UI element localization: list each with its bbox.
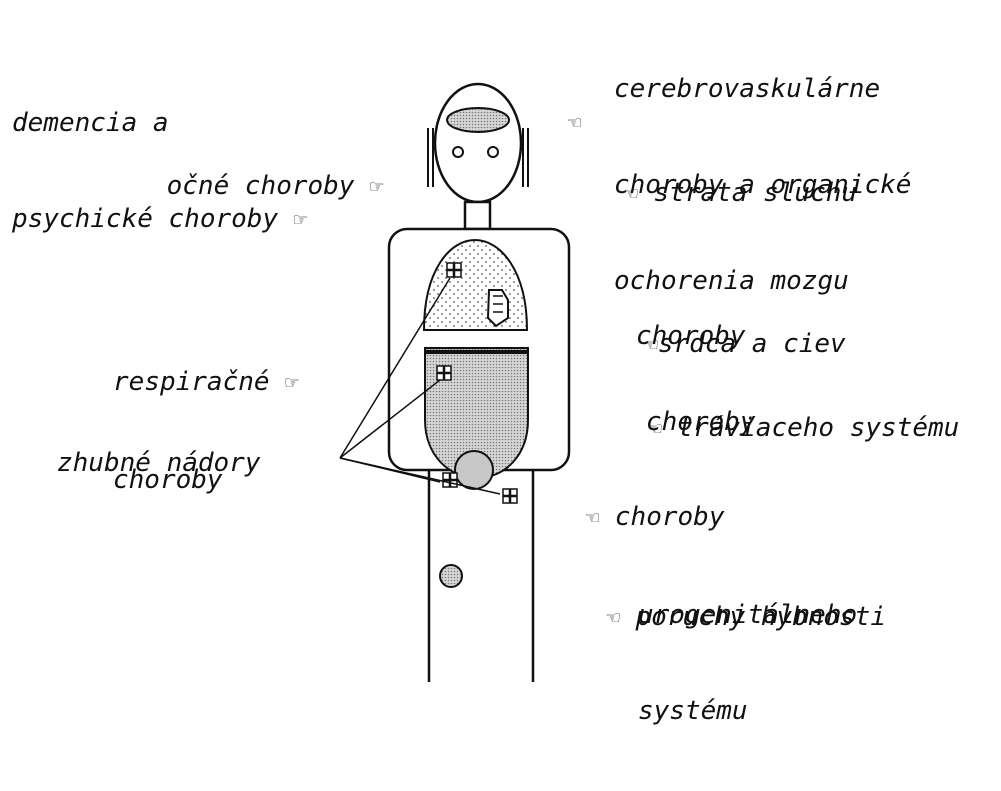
pointing-hand-left-icon: ☜	[568, 108, 581, 140]
label-malignant-tumors: zhubné nádory	[57, 447, 261, 479]
label-urogenital-line1: choroby	[615, 502, 725, 532]
label-hearing-loss: ☜ strata sluchu	[562, 145, 857, 243]
pointing-hand-left-icon: ☜	[625, 182, 638, 207]
tumor-marker-leg	[503, 489, 517, 503]
label-respiratory: respiračné ☞ choroby	[113, 302, 298, 560]
body-diagram: demencia a psychické choroby ☞ cerebrova…	[0, 0, 1001, 682]
label-dementia-line1: demencia a	[12, 107, 307, 139]
label-urogenital-line3: systému	[586, 695, 857, 727]
left-eye	[453, 147, 463, 157]
pointing-hand-right-icon: ☞	[285, 371, 298, 396]
neck	[465, 202, 490, 229]
pointing-hand-left-icon: ☜	[607, 606, 620, 631]
label-mobility-disorders: ☜ poruchy hybnosti	[544, 569, 886, 667]
label-cerebro-line1: cerebrovaskulárne	[614, 73, 911, 105]
pointing-hand-right-icon: ☞	[370, 175, 383, 200]
label-eye-diseases: očné choroby ☞	[104, 138, 383, 236]
right-eye	[488, 147, 498, 157]
label-hearing-text: strata sluchu	[654, 178, 858, 208]
pointing-hand-left-icon: ☜	[586, 506, 599, 531]
joint-marker	[440, 565, 462, 587]
label-urogenital-line1-row: ☜ choroby	[586, 501, 857, 535]
label-eye-text: očné choroby	[167, 171, 355, 201]
label-mobility-text: poruchy hybnosti	[636, 602, 886, 632]
label-respiratory-line1-row: respiračné ☞	[113, 366, 298, 400]
label-respiratory-line1: respiračné	[113, 367, 270, 397]
tumor-marker-pelvis	[443, 473, 457, 487]
tumor-marker-chest	[447, 263, 461, 277]
brain-region	[447, 108, 509, 132]
tumor-marker-abdomen	[437, 366, 451, 380]
urogenital-organ	[455, 451, 493, 489]
head	[435, 84, 521, 202]
